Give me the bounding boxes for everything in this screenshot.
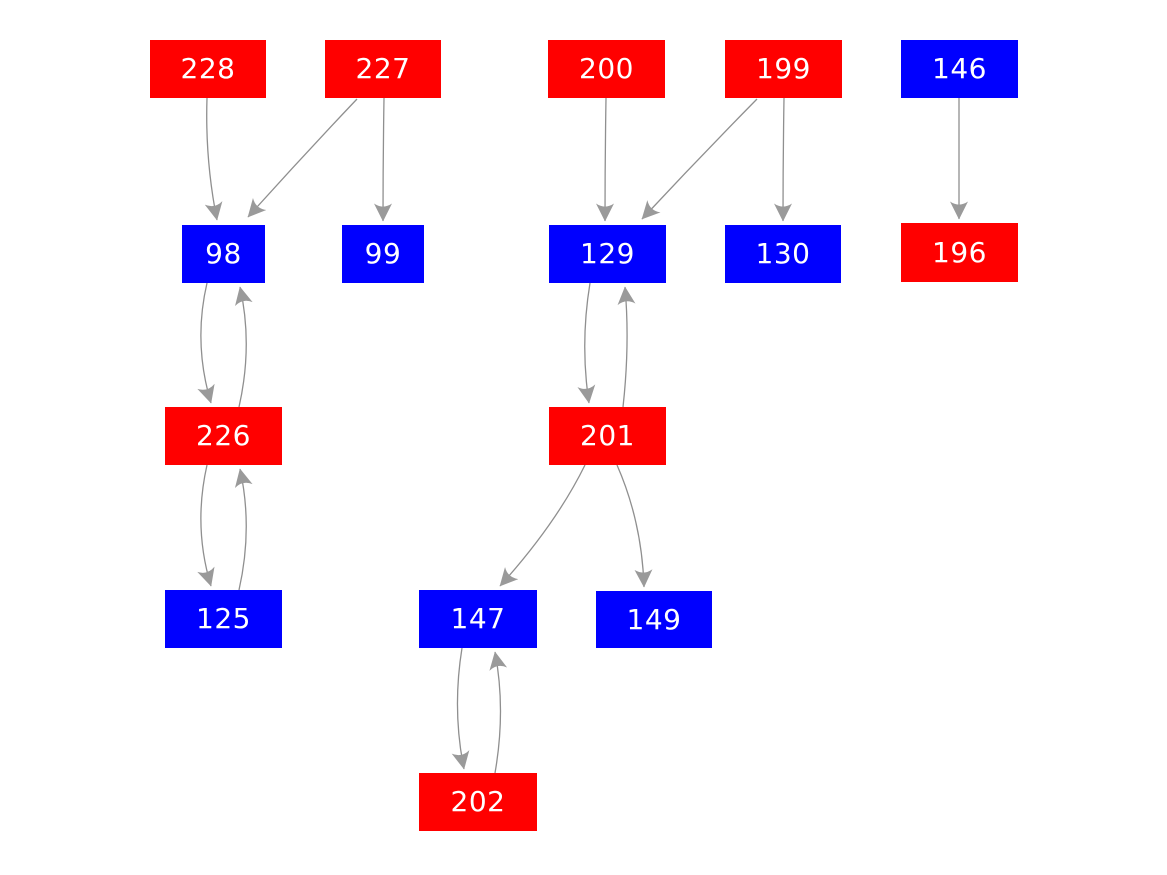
node-label: 147 bbox=[450, 602, 506, 635]
node-label: 129 bbox=[580, 237, 635, 270]
node-label: 201 bbox=[580, 419, 635, 452]
node-label: 125 bbox=[196, 602, 251, 635]
node-label: 200 bbox=[579, 52, 634, 85]
edge-98-226 bbox=[197, 282, 215, 404]
node-227: 227 bbox=[325, 40, 441, 98]
edge-201-149 bbox=[616, 464, 653, 588]
node-147: 147 bbox=[419, 590, 537, 648]
node-label: 99 bbox=[364, 237, 402, 270]
edge-125-226 bbox=[234, 468, 253, 591]
node-200: 200 bbox=[548, 40, 665, 98]
node-129: 129 bbox=[549, 225, 666, 283]
node-label: 202 bbox=[450, 785, 506, 818]
node-196: 196 bbox=[901, 223, 1018, 282]
node-label: 228 bbox=[180, 52, 236, 85]
edge-226-98 bbox=[235, 286, 253, 408]
node-label: 130 bbox=[755, 237, 811, 270]
node-146: 146 bbox=[901, 40, 1018, 98]
edge-227-98 bbox=[247, 98, 358, 218]
node-199: 199 bbox=[725, 40, 842, 98]
edge-129-201 bbox=[577, 282, 596, 404]
edge-201-129 bbox=[617, 286, 636, 408]
node-label: 227 bbox=[355, 52, 411, 85]
edge-227-99 bbox=[374, 97, 393, 222]
node-125: 125 bbox=[165, 590, 282, 648]
edge-199-130 bbox=[774, 97, 793, 222]
node-99: 99 bbox=[342, 225, 424, 283]
node-226: 226 bbox=[165, 407, 282, 465]
edge-147-202 bbox=[451, 647, 470, 770]
edge-228-98 bbox=[204, 97, 223, 221]
node-202: 202 bbox=[419, 773, 537, 831]
node-label: 196 bbox=[932, 235, 987, 269]
node-label: 146 bbox=[932, 52, 987, 85]
node-label: 199 bbox=[756, 52, 811, 85]
edge-226-125 bbox=[197, 464, 215, 587]
node-228: 228 bbox=[150, 40, 266, 98]
node-149: 149 bbox=[596, 591, 712, 648]
node-130: 130 bbox=[725, 225, 841, 283]
node-98: 98 bbox=[182, 225, 265, 283]
node-label: 226 bbox=[196, 419, 251, 452]
node-label: 149 bbox=[626, 602, 682, 636]
edge-201-147 bbox=[499, 464, 586, 587]
node-201: 201 bbox=[549, 407, 666, 465]
edge-199-129 bbox=[641, 98, 758, 220]
edge-200-129 bbox=[596, 97, 615, 222]
node-label: 98 bbox=[205, 237, 242, 270]
edge-202-147 bbox=[489, 651, 508, 774]
